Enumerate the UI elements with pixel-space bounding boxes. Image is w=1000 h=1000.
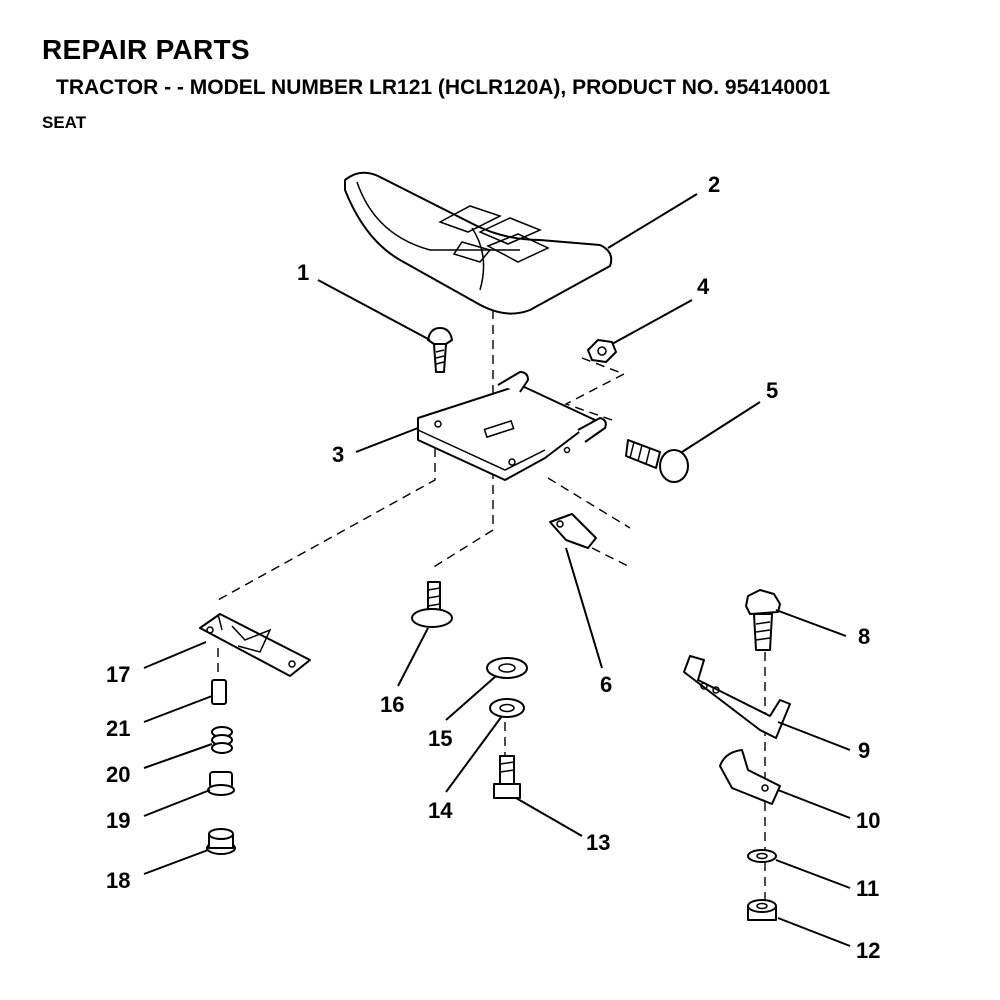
section-title: SEAT: [42, 113, 87, 132]
callout-10: 10: [856, 808, 880, 833]
callout-5: 5: [766, 378, 778, 403]
callout-20: 20: [106, 762, 130, 787]
washer-part: [486, 657, 528, 679]
seat-part: [344, 171, 613, 315]
shoulder-bolt-part: [625, 439, 689, 483]
flat-washer-part: [747, 849, 777, 863]
callout-16: 16: [380, 692, 404, 717]
page-title: REPAIR PARTS: [42, 34, 250, 65]
carriage-bolt-part: [427, 327, 453, 373]
pin-part: [211, 679, 227, 705]
knob-part: [207, 771, 235, 796]
callout-17: 17: [106, 662, 130, 687]
leader-lines: [143, 193, 851, 947]
callout-19: 19: [106, 808, 130, 833]
callout-9: 9: [858, 738, 870, 763]
callout-11: 11: [856, 876, 879, 901]
callout-8: 8: [858, 624, 870, 649]
callout-13: 13: [586, 830, 610, 855]
callout-3: 3: [332, 442, 344, 467]
callout-1: 1: [297, 260, 309, 285]
callout-14: 14: [428, 798, 453, 823]
slide-rail-part: [199, 613, 311, 677]
callout-4: 4: [697, 274, 710, 299]
callout-2: 2: [708, 172, 720, 197]
clip-part: [549, 513, 597, 549]
bracket-part: [683, 655, 791, 739]
callout-labels: 1 2 3 4 5 6 8 9 10 11 12 13 14 15 16 17 …: [106, 172, 880, 963]
hex-bolt-part: [493, 755, 521, 799]
nut-part: [587, 339, 617, 363]
callout-12: 12: [856, 938, 880, 963]
hex-cap-screw-part: [745, 589, 781, 651]
model-subtitle: TRACTOR - - MODEL NUMBER LR121 (HCLR120A…: [56, 76, 831, 99]
callout-15: 15: [428, 726, 452, 751]
lock-nut-part: [747, 899, 777, 921]
spring-part: [211, 726, 233, 754]
clamp-part: [719, 749, 781, 805]
callout-21: 21: [106, 716, 130, 741]
lock-washer-part: [489, 698, 525, 718]
bolt-with-washer-part: [411, 581, 453, 628]
seat-pan-part: [417, 371, 607, 481]
callout-18: 18: [106, 868, 130, 893]
flange-nut-part: [206, 828, 236, 855]
callout-6: 6: [600, 672, 612, 697]
